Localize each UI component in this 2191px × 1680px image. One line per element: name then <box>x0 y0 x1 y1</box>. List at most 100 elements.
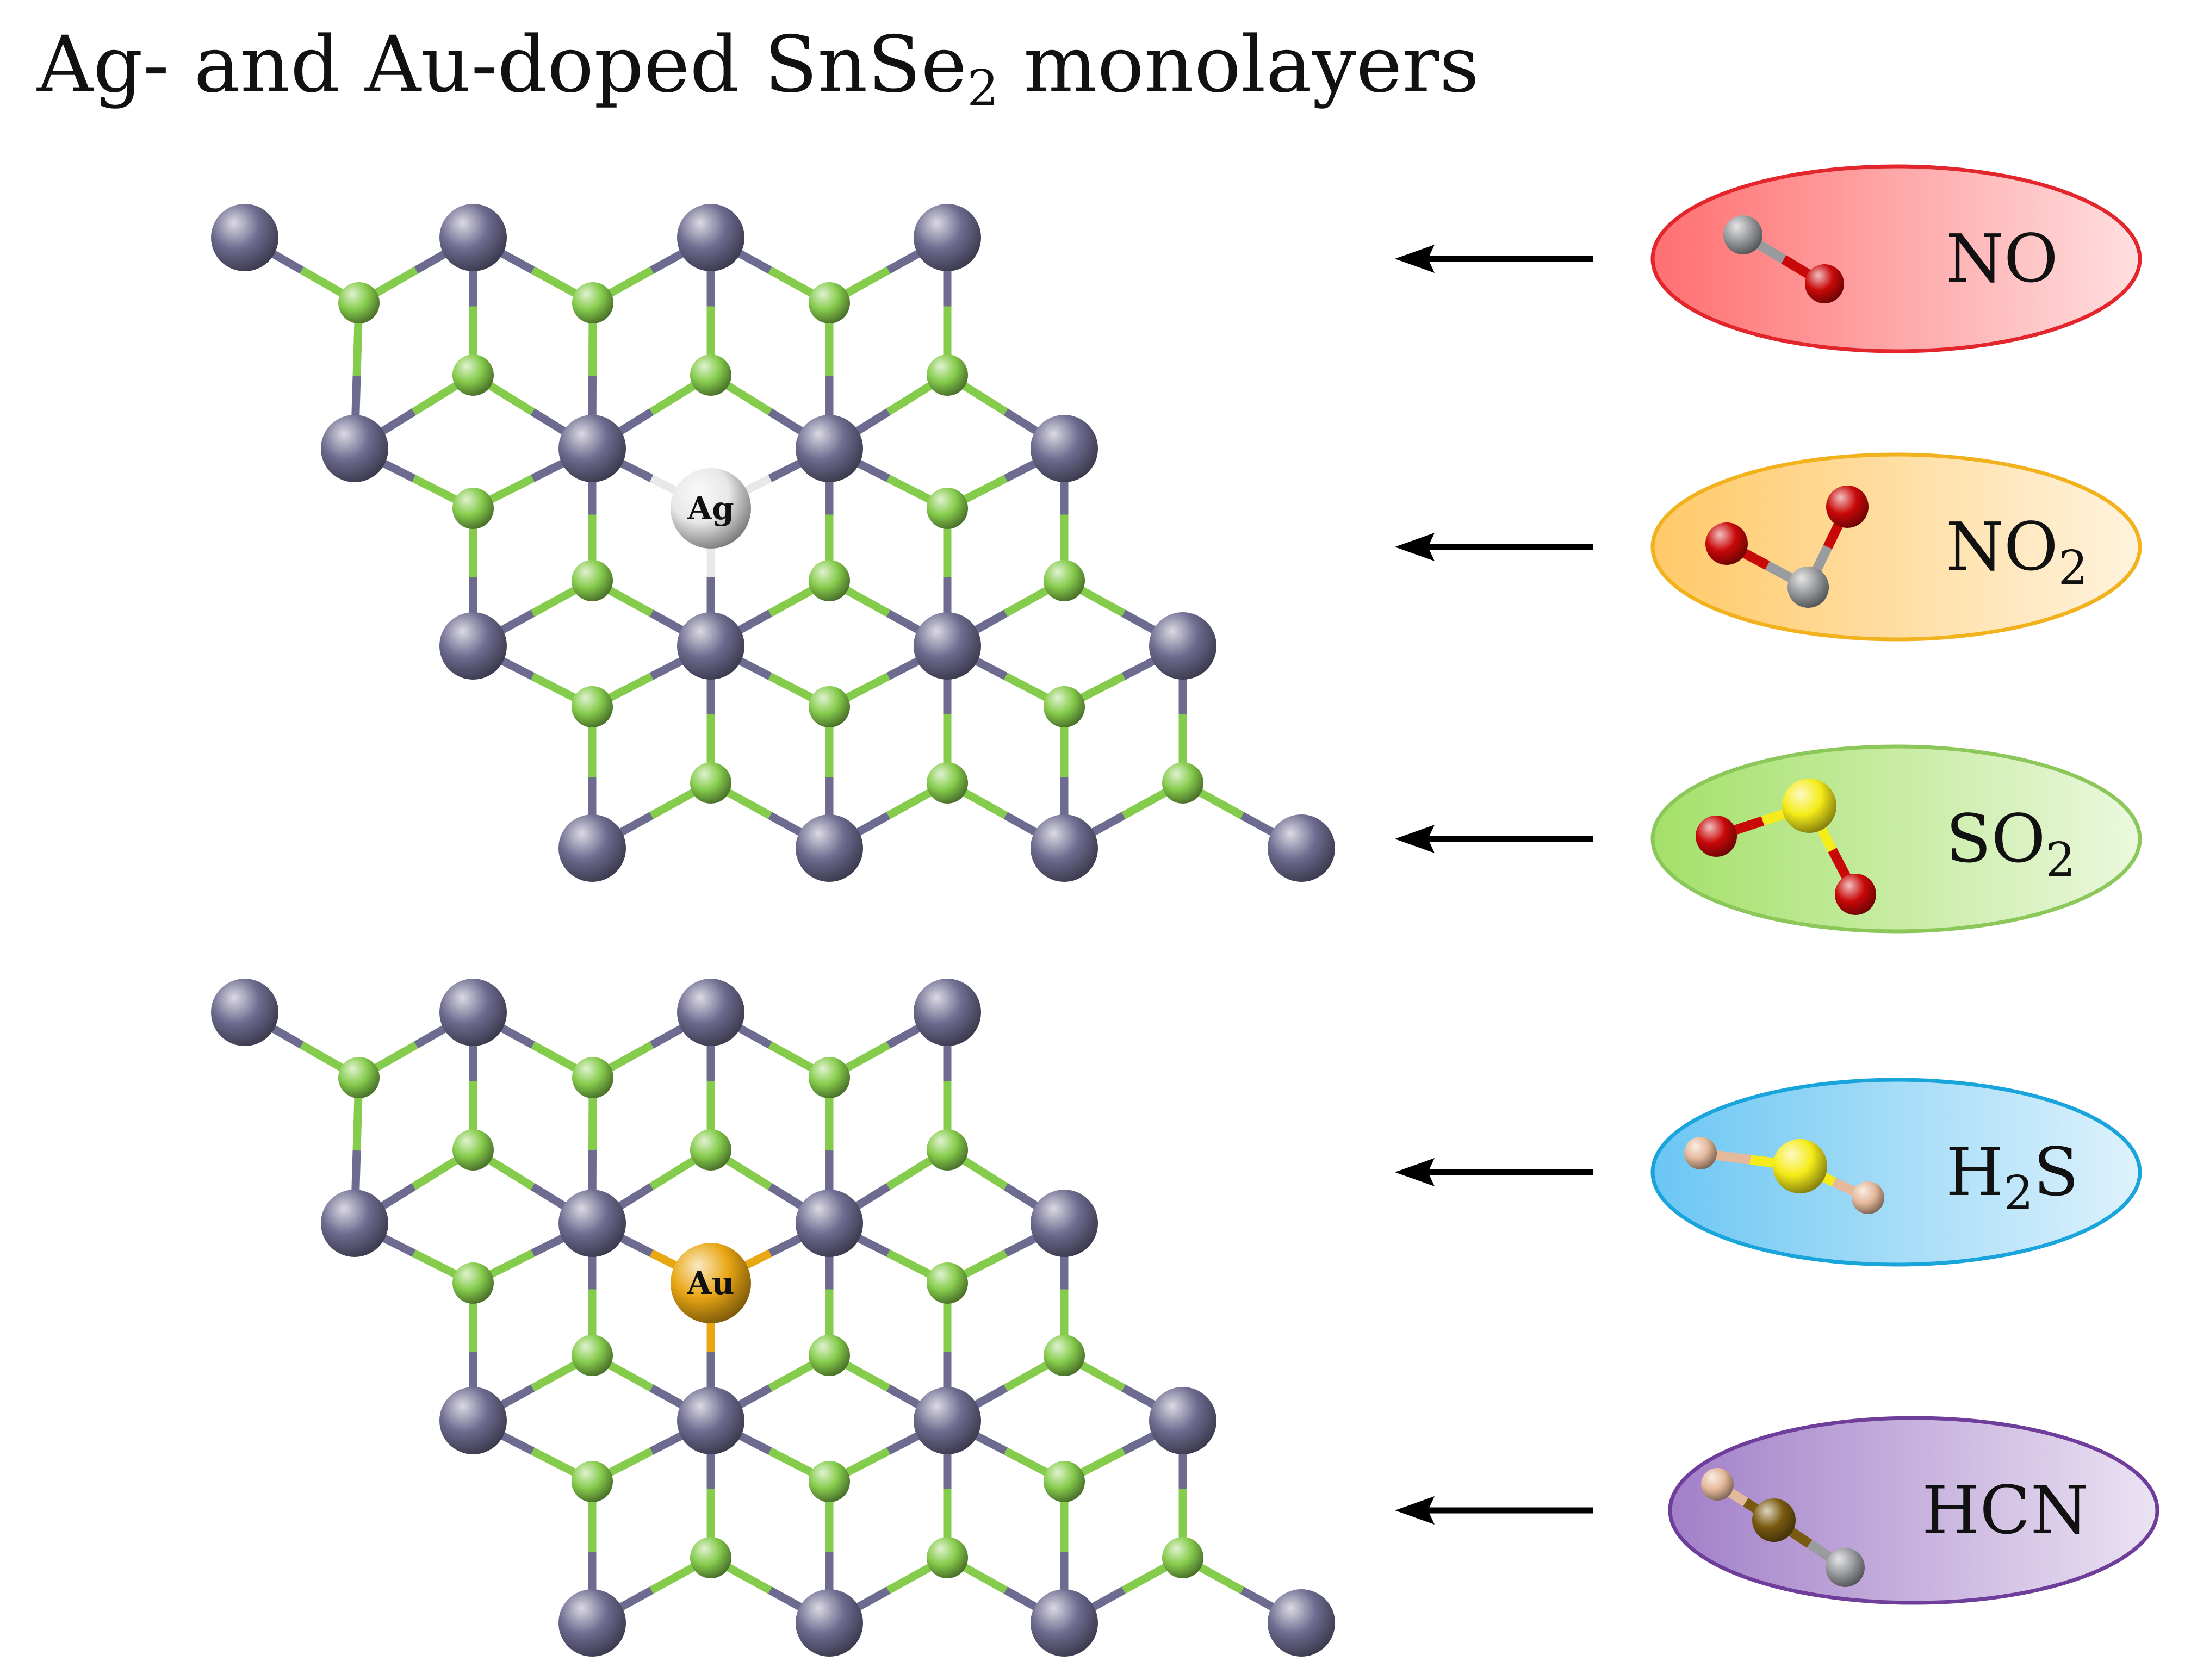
left-arrow-icon <box>1395 1496 1593 1525</box>
sn-atom <box>439 612 507 680</box>
sn-atom <box>1149 612 1216 680</box>
sn-atom <box>439 204 507 271</box>
left-arrow-icon <box>1395 245 1593 273</box>
o-atom <box>1826 486 1869 528</box>
sn-atom <box>677 979 744 1046</box>
gas-so2: SO2 <box>1650 744 2142 934</box>
h-atom <box>1701 1468 1734 1501</box>
so2-molecule-icon <box>1696 779 1876 915</box>
gas-h2s-tail: S <box>2033 1134 2079 1211</box>
se-atom <box>1044 686 1085 727</box>
gas-hcn: HCN <box>1668 1416 2159 1605</box>
ag-doped-monolayer: Ag <box>211 204 1335 882</box>
n-atom <box>1787 567 1829 608</box>
sn-atom <box>914 612 981 680</box>
sn-atom <box>677 204 744 271</box>
n-atom <box>1723 215 1762 254</box>
se-atom <box>809 686 850 727</box>
se-atom <box>927 1537 968 1578</box>
se-atom <box>572 1057 613 1098</box>
se-atom <box>690 1129 731 1171</box>
sn-atom <box>1268 814 1335 882</box>
se-atom <box>338 1057 380 1098</box>
figure-title-subscript: 2 <box>967 59 999 117</box>
sn-atom <box>914 979 981 1046</box>
se-atom <box>572 686 613 727</box>
dopant-atom-ag <box>671 468 751 549</box>
sn-atom <box>796 1190 863 1257</box>
gas-so2-subscript: 2 <box>2046 833 2076 887</box>
sn-atom <box>1031 415 1098 482</box>
se-atom <box>1162 1537 1203 1578</box>
se-atom <box>572 1335 613 1376</box>
gas-label-no2: NO2 <box>1946 508 2088 595</box>
sn-atom <box>211 204 278 271</box>
sn-atom <box>439 979 507 1046</box>
se-atom <box>927 488 968 529</box>
se-atom <box>452 354 494 396</box>
gas-h2s-ellipse <box>1650 1078 2142 1267</box>
sn-atom <box>558 1589 626 1657</box>
se-atom <box>927 354 968 396</box>
gas-no-formula: NO <box>1946 220 2058 297</box>
gas-so2-formula: SO <box>1946 800 2046 878</box>
no-molecule-icon <box>1723 215 1844 303</box>
se-atom <box>1044 1335 1085 1376</box>
se-atom <box>690 354 731 396</box>
gas-no2: NO2 <box>1650 452 2142 642</box>
gas-h2s-formula: H <box>1946 1134 2003 1211</box>
se-atom <box>927 1129 968 1171</box>
se-atom <box>809 560 850 601</box>
gas-h2s: H2S <box>1650 1078 2142 1267</box>
se-atom <box>452 488 494 529</box>
h-atom <box>1684 1137 1717 1169</box>
sn-atom <box>439 1387 507 1454</box>
se-atom <box>927 762 968 804</box>
gas-no2-formula: NO <box>1946 508 2058 586</box>
gas-h2s-subscript: 2 <box>2003 1166 2033 1221</box>
sn-atom <box>321 1190 388 1257</box>
se-atom <box>1162 762 1203 804</box>
hcn-molecule-icon <box>1701 1468 1865 1587</box>
gas-no2-subscript: 2 <box>2058 541 2088 595</box>
se-atom <box>690 1537 731 1578</box>
sn-atom <box>1268 1589 1335 1657</box>
sn-atom <box>1031 1589 1098 1657</box>
sn-atom <box>677 612 744 680</box>
left-arrow-icon <box>1395 825 1593 853</box>
left-arrow-icon <box>1395 533 1593 561</box>
se-atom <box>809 282 850 323</box>
h-atom <box>1852 1181 1884 1214</box>
se-atom <box>927 1262 968 1304</box>
se-atom <box>809 1057 850 1098</box>
gas-label-hcn: HCN <box>1922 1472 2089 1549</box>
se-atom <box>1044 1461 1085 1502</box>
s-atom <box>1782 779 1836 833</box>
arrows <box>1395 245 1593 1525</box>
dopant-label-ag: Ag <box>687 490 734 527</box>
sn-atom <box>1031 814 1098 882</box>
se-atom <box>572 282 613 323</box>
dopant-atom-au <box>671 1243 751 1323</box>
gas-so2-ellipse <box>1650 744 2142 934</box>
gas-label-no: NO <box>1946 220 2058 297</box>
sn-atom <box>796 814 863 882</box>
sn-atom <box>558 1190 626 1257</box>
se-atom <box>690 762 731 804</box>
sn-atom <box>558 814 626 882</box>
au-doped-monolayer: Au <box>211 979 1335 1657</box>
se-atom <box>572 1461 613 1502</box>
s-atom <box>1773 1139 1827 1193</box>
no2-molecule-icon <box>1705 486 1869 608</box>
gas-label-h2s: H2S <box>1946 1134 2079 1221</box>
se-atom <box>452 1262 494 1304</box>
sn-atom <box>796 415 863 482</box>
h2s-molecule-icon <box>1684 1137 1884 1214</box>
sn-atom <box>1149 1387 1216 1454</box>
o-atom <box>1835 874 1876 915</box>
sn-atom <box>914 1387 981 1454</box>
gas-no-ellipse <box>1650 164 2142 353</box>
sn-atom <box>321 415 388 482</box>
gas-no: NO <box>1650 164 2142 353</box>
